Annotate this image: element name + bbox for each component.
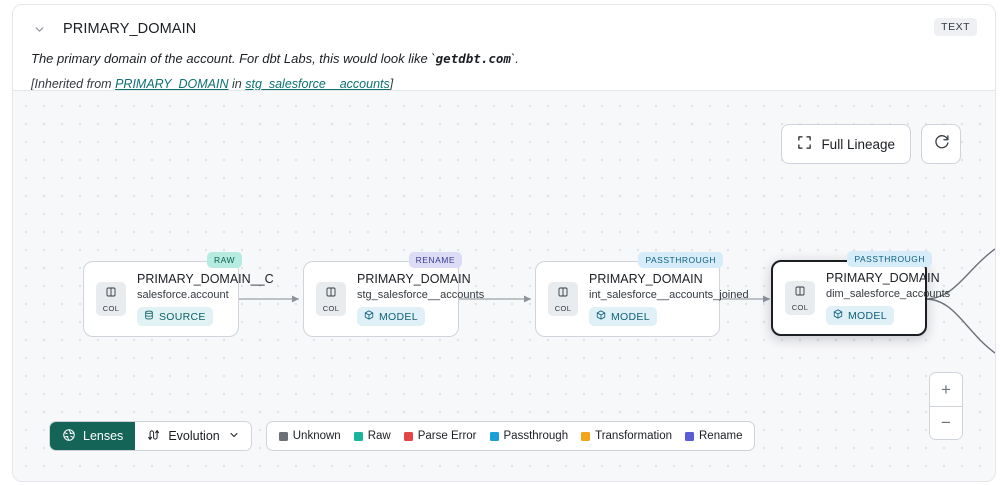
column-chip-label: COL [102,304,120,313]
node-subtitle: int_salesforce__accounts_joined [589,289,749,301]
full-lineage-button[interactable]: Full Lineage [781,124,911,164]
node-tag: PASSTHROUGH [638,252,723,268]
lenses-button[interactable]: Lenses [50,422,136,450]
columns-icon [794,284,806,302]
node-title: PRIMARY_DOMAIN [357,272,471,286]
database-icon [144,310,154,323]
refresh-button[interactable] [921,124,961,164]
evolution-dropdown[interactable]: Evolution [135,422,251,450]
node-tag: RAW [206,252,242,268]
node-type-badge: MODEL [357,307,425,326]
legend-item[interactable]: Passthrough [489,430,569,442]
legend-item[interactable]: Raw [353,430,391,442]
legend-swatch [403,431,413,441]
zoom-out-button[interactable]: − [930,406,962,439]
expand-icon [797,135,812,153]
node-type-badge-label: SOURCE [159,310,206,323]
evolution-icon [146,428,160,445]
legend-label: Parse Error [417,430,477,442]
legend-swatch [278,431,288,441]
column-chip-label: COL [322,304,340,313]
legend: Unknown Raw Parse Error Passthrough Tran… [265,421,756,451]
chevron-down-icon [228,429,240,444]
legend-swatch [581,431,591,441]
zoom-in-button[interactable]: + [930,373,962,406]
canvas-bottom-bar: Lenses Evolution Unknown [49,421,756,451]
legend-label: Rename [699,430,743,442]
columns-icon [557,285,569,303]
lenses-evolution-group: Lenses Evolution [49,421,252,451]
lenses-label: Lenses [83,429,124,443]
cube-icon [364,310,374,323]
node-tag: PASSTHROUGH [847,251,932,267]
zoom-controls: + − [929,372,963,440]
node-type-badge-label: MODEL [379,310,418,323]
lineage-node[interactable]: RAW COL PRIMARY_DOMAIN__C salesforce.acc… [83,252,274,337]
node-subtitle: stg_salesforce__accounts [357,289,485,301]
inherited-column-link[interactable]: PRIMARY_DOMAIN [115,76,229,91]
column-chip: COL [785,281,815,315]
status-badge: TEXT [934,18,977,36]
node-title: PRIMARY_DOMAIN [589,272,703,286]
column-chip-label: COL [791,303,809,312]
column-chip: COL [316,282,346,316]
node-body: PRIMARY_DOMAIN__C salesforce.account SOU… [137,272,274,326]
node-body: PRIMARY_DOMAIN stg_salesforce__accounts … [357,272,484,326]
node-type-badge: MODEL [826,306,894,325]
legend-label: Raw [367,430,391,442]
inherited-model-link[interactable]: stg_salesforce__accounts [245,76,390,91]
lineage-node-selected[interactable]: PASSTHROUGH COL PRIMARY_DOMAIN dim_sales… [771,251,950,336]
refresh-icon [933,133,950,155]
node-type-badge-label: MODEL [848,309,887,322]
node-tag: RENAME [408,252,462,268]
columns-icon [325,285,337,303]
description-text: The primary domain of the account. For d… [31,51,436,66]
node-title: PRIMARY_DOMAIN__C [137,272,274,286]
column-header: PRIMARY_DOMAIN TEXT The primary domain o… [13,5,995,91]
description-code: getdbt.com [435,51,511,66]
node-type-badge: SOURCE [137,307,213,326]
chevron-down-icon[interactable] [31,21,47,37]
description-suffix: `. [510,51,519,66]
legend-swatch [353,431,363,441]
inherited-suffix: ] [389,76,394,91]
inherited-middle: in [228,76,246,91]
node-type-badge: MODEL [589,307,657,326]
column-chip: COL [96,282,126,316]
inherited-prefix: [Inherited from [31,76,116,91]
lineage-node[interactable]: PASSTHROUGH COL PRIMARY_DOMAIN int_sales… [535,252,749,337]
node-title: PRIMARY_DOMAIN [826,271,940,285]
legend-swatch [685,431,694,441]
columns-icon [105,285,117,303]
node-body: PRIMARY_DOMAIN int_salesforce__accounts_… [589,272,749,326]
legend-item[interactable]: Rename [685,430,742,442]
node-type-badge-label: MODEL [611,310,650,323]
full-lineage-label: Full Lineage [821,136,895,152]
inherited-from: [Inherited from PRIMARY_DOMAIN in stg_sa… [31,77,977,91]
lineage-node[interactable]: RENAME COL PRIMARY_DOMAIN stg_salesforce… [303,252,484,337]
node-subtitle: salesforce.account [137,289,229,301]
column-description: The primary domain of the account. For d… [31,51,977,67]
legend-swatch [489,431,499,441]
legend-item[interactable]: Transformation [581,430,672,442]
column-chip-label: COL [554,304,572,313]
evolution-label: Evolution [168,429,220,443]
legend-item[interactable]: Parse Error [403,430,477,442]
lineage-canvas[interactable]: Full Lineage RAW COL PRIMARY_DOMAIN__C s… [13,90,995,481]
node-subtitle: dim_salesforce_accounts [826,288,951,300]
legend-label: Passthrough [503,430,569,442]
legend-label: Unknown [292,430,341,442]
legend-item[interactable]: Unknown [278,430,341,442]
node-body: PRIMARY_DOMAIN dim_salesforce_accounts M… [826,271,950,325]
column-lineage-panel: PRIMARY_DOMAIN TEXT The primary domain o… [12,4,996,482]
aperture-icon [62,428,76,445]
cube-icon [596,310,606,323]
cube-icon [833,309,843,322]
legend-label: Transformation [595,430,672,442]
page-title: PRIMARY_DOMAIN [63,21,197,37]
canvas-top-controls: Full Lineage [781,124,961,164]
title-row: PRIMARY_DOMAIN [31,19,977,39]
column-chip: COL [548,282,578,316]
